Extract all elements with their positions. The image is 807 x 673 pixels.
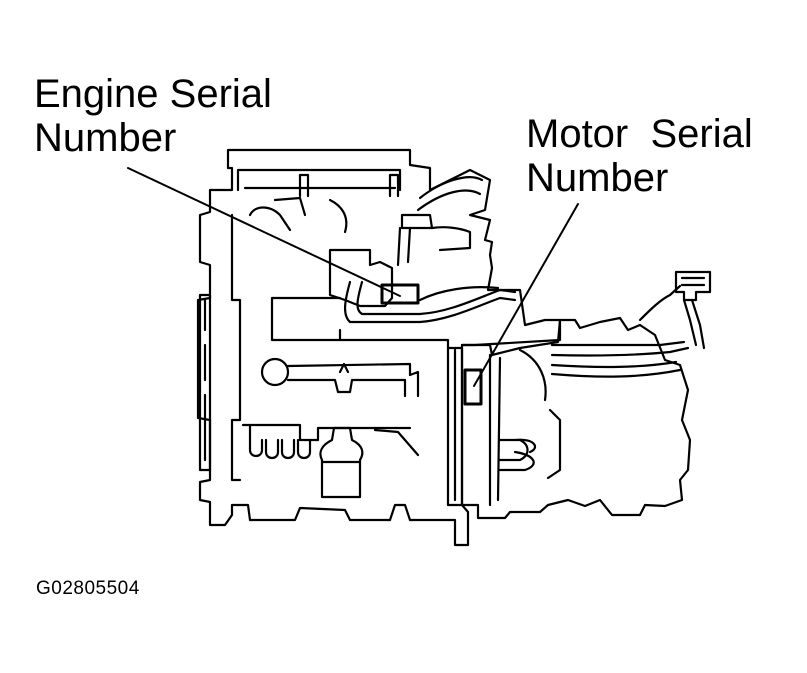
motor-housing	[460, 316, 692, 520]
engine-block-outline	[196, 148, 562, 547]
cover-bolt-right	[388, 173, 400, 198]
intake-pipe	[416, 176, 484, 212]
wire-harness	[550, 340, 690, 378]
motor-serial-plate	[463, 368, 483, 406]
engine-serial-plate	[380, 283, 420, 305]
engine-leader-line	[127, 167, 401, 297]
left-flange	[198, 293, 212, 472]
oil-filter	[319, 426, 364, 499]
figure-code: G02805504	[36, 578, 140, 599]
valve-cover	[236, 168, 402, 192]
cover-bolt-left	[298, 173, 310, 198]
engine-serial-number-label: Engine Serial Number	[34, 72, 272, 160]
engine-label-line1: Engine Serial	[34, 72, 272, 116]
lower-rail	[270, 296, 450, 350]
engine-label-line2: Number	[34, 116, 177, 160]
motor-leader-line	[473, 203, 579, 387]
pulley	[260, 357, 290, 387]
injector-row	[241, 423, 412, 460]
harness-connector	[674, 270, 712, 302]
bellhousing-flange	[446, 346, 464, 507]
motor-label-line2: Number	[526, 156, 669, 200]
motor-serial-number-label: Motor Serial Number	[526, 112, 753, 200]
coolant-hose	[344, 280, 517, 324]
motor-label-line1: Motor Serial	[526, 112, 753, 156]
